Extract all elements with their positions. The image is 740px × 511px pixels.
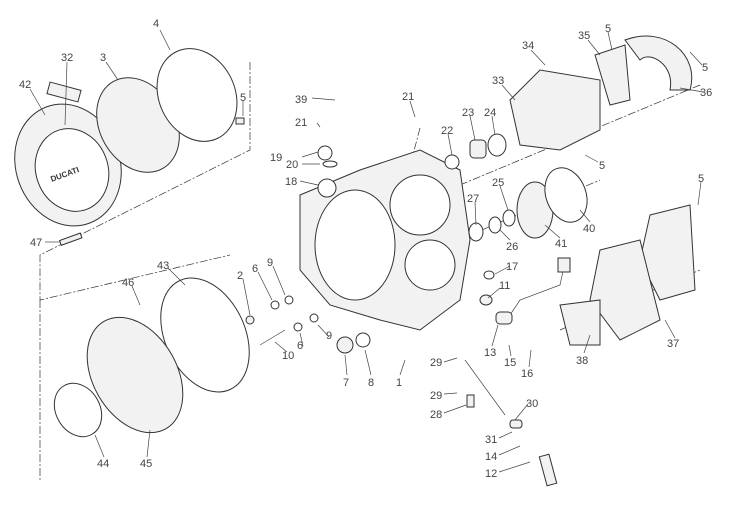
callout-label: 44 bbox=[97, 458, 109, 470]
plug bbox=[336, 336, 354, 354]
callout-label: 6 bbox=[252, 263, 258, 275]
callout-label: 40 bbox=[583, 223, 595, 235]
callout-label: 5 bbox=[698, 173, 704, 185]
sensor bbox=[495, 311, 513, 325]
callout-label: 10 bbox=[282, 350, 294, 362]
callout-label: 35 bbox=[578, 30, 590, 42]
circlip bbox=[444, 154, 460, 170]
connector bbox=[557, 257, 571, 273]
temperature-sensor bbox=[538, 453, 558, 487]
nut bbox=[509, 419, 523, 429]
callout-label: 24 bbox=[484, 107, 496, 119]
callout-label: 7 bbox=[343, 377, 349, 389]
mount bbox=[559, 299, 601, 346]
callout-label: 2 bbox=[237, 270, 243, 282]
callout-label: 30 bbox=[526, 398, 538, 410]
clutch-housing-cover bbox=[86, 316, 184, 434]
bracket bbox=[594, 44, 631, 106]
washer bbox=[309, 313, 319, 323]
plate bbox=[544, 167, 588, 223]
oil-filler-cap bbox=[317, 145, 333, 161]
ring bbox=[488, 216, 502, 234]
callout-label: 25 bbox=[492, 177, 504, 189]
callout-label: 12 bbox=[485, 468, 497, 480]
callout-label: 8 bbox=[368, 377, 374, 389]
callout-label: 37 bbox=[667, 338, 679, 350]
transparent-disc bbox=[156, 48, 238, 142]
callout-label: 20 bbox=[286, 159, 298, 171]
guard bbox=[589, 239, 661, 341]
decal-plate bbox=[46, 81, 82, 103]
bushing bbox=[469, 139, 487, 159]
callout-label: 13 bbox=[484, 347, 496, 359]
callout-label: 42 bbox=[19, 79, 31, 91]
circlip bbox=[502, 209, 516, 227]
callout-label: 43 bbox=[157, 260, 169, 272]
callout-label: 3 bbox=[100, 52, 106, 64]
callout-label: 47 bbox=[30, 237, 42, 249]
callout-label: 5 bbox=[240, 92, 246, 104]
c-plate bbox=[624, 35, 693, 91]
leader-lines bbox=[29, 29, 704, 473]
callout-label: 34 bbox=[522, 40, 534, 52]
callout-label: 11 bbox=[499, 280, 510, 292]
callout-label: 21 bbox=[295, 117, 307, 129]
clutch-cover: DUCATI bbox=[14, 103, 122, 227]
callout-label: 33 bbox=[492, 75, 504, 87]
screw bbox=[245, 315, 255, 325]
washer bbox=[293, 322, 303, 332]
cover-segment bbox=[509, 69, 601, 151]
callout-label: 6 bbox=[297, 340, 303, 352]
seal bbox=[468, 222, 484, 242]
callout-label: 15 bbox=[504, 357, 516, 369]
fitting bbox=[466, 394, 475, 408]
ring bbox=[483, 270, 495, 280]
callout-label: 32 bbox=[61, 52, 73, 64]
callout-label: 39 bbox=[295, 94, 307, 106]
sensor-cable bbox=[509, 261, 566, 316]
callout-label: 22 bbox=[441, 125, 453, 137]
callout-label: 4 bbox=[153, 18, 159, 30]
oil-seal bbox=[53, 382, 103, 438]
callout-label: 27 bbox=[467, 193, 479, 205]
seal bbox=[487, 133, 507, 157]
washer bbox=[270, 300, 280, 310]
callout-label: 17 bbox=[506, 261, 518, 273]
callout-label: 29 bbox=[430, 390, 442, 402]
callout-label: 31 bbox=[485, 434, 497, 446]
callout-label: 38 bbox=[576, 355, 588, 367]
callout-label: 23 bbox=[462, 107, 474, 119]
callout-label: 19 bbox=[270, 152, 282, 164]
callout-label: 1 bbox=[396, 377, 402, 389]
callout-label: 26 bbox=[506, 241, 518, 253]
callout-label: 14 bbox=[485, 451, 497, 463]
callout-label: 45 bbox=[140, 458, 152, 470]
callout-label: 29 bbox=[430, 357, 442, 369]
callout-label: 5 bbox=[605, 23, 611, 35]
breather-pipe bbox=[464, 359, 506, 416]
long-screw bbox=[259, 329, 286, 346]
callout-label: 9 bbox=[267, 257, 273, 269]
callout-label: 18 bbox=[285, 176, 297, 188]
callout-label: 28 bbox=[430, 409, 442, 421]
callout-label: 21 bbox=[402, 91, 414, 103]
callout-label: 41 bbox=[555, 238, 567, 250]
screw bbox=[58, 232, 83, 246]
callout-label: 9 bbox=[326, 330, 332, 342]
callout-label: 5 bbox=[702, 62, 708, 74]
callout-label: 16 bbox=[521, 368, 533, 380]
callout-labels: 4 32 3 42 5 47 39 21 19 20 18 21 22 23 2… bbox=[19, 18, 712, 480]
callout-label: 5 bbox=[599, 160, 605, 172]
crankcase-cover bbox=[299, 149, 471, 331]
callout-label: 46 bbox=[122, 277, 134, 289]
washer bbox=[284, 295, 294, 305]
o-ring bbox=[322, 160, 338, 168]
o-ring bbox=[355, 332, 371, 348]
screw bbox=[235, 117, 245, 125]
callout-label: 36 bbox=[700, 87, 712, 99]
